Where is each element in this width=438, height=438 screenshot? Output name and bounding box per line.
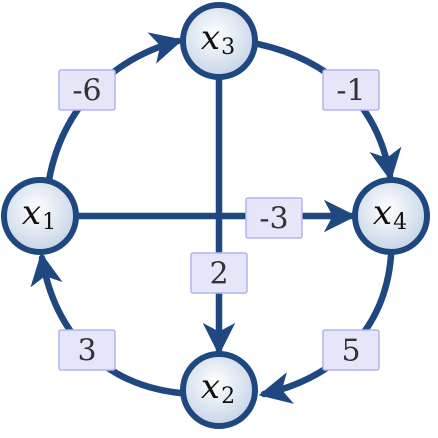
node-x1: x1 xyxy=(1,177,79,255)
node-label: x4 xyxy=(373,193,407,235)
node-label-subscript: 1 xyxy=(42,210,56,235)
edge-weight-x4-x2: 5 xyxy=(322,329,380,371)
node-circle xyxy=(180,351,258,429)
node-label-subscript: 4 xyxy=(393,210,407,235)
weight-box xyxy=(58,329,116,371)
node-label-base: x xyxy=(373,193,392,233)
node-circle xyxy=(352,177,430,255)
node-label: x3 xyxy=(201,18,235,60)
weight-label: 5 xyxy=(341,334,360,369)
node-label-base: x xyxy=(22,193,41,233)
node-circle xyxy=(180,2,258,80)
edge-weight-x2-x1: 3 xyxy=(58,329,116,371)
edge-x4-x2 xyxy=(258,252,395,404)
weight-box xyxy=(322,329,380,371)
node-label: x1 xyxy=(22,193,56,235)
weight-box xyxy=(190,252,248,294)
node-label: x2 xyxy=(201,367,235,409)
weight-label: 2 xyxy=(209,257,228,292)
edge-weight-x1-x4: -3 xyxy=(245,197,303,239)
edge-weight-x3-x2: 2 xyxy=(190,252,248,294)
weight-label: 3 xyxy=(77,334,96,369)
edge-weight-x3-x4: -1 xyxy=(322,69,380,111)
node-x3: x3 xyxy=(180,2,258,80)
node-x4: x4 xyxy=(352,177,430,255)
weight-label: -6 xyxy=(72,74,101,109)
node-circle xyxy=(1,177,79,255)
weight-box xyxy=(322,69,380,111)
weight-label: -3 xyxy=(259,202,288,237)
node-x2: x2 xyxy=(180,351,258,429)
node-label-base: x xyxy=(201,18,220,58)
weight-label: -1 xyxy=(336,74,365,109)
node-label-subscript: 2 xyxy=(221,384,235,409)
weight-box xyxy=(245,197,303,239)
weight-box xyxy=(58,69,116,111)
node-label-subscript: 3 xyxy=(221,35,235,60)
node-label-base: x xyxy=(201,367,220,407)
edge-x2-x1 xyxy=(30,252,184,397)
edge-weight-x1-x3: -6 xyxy=(58,69,116,111)
